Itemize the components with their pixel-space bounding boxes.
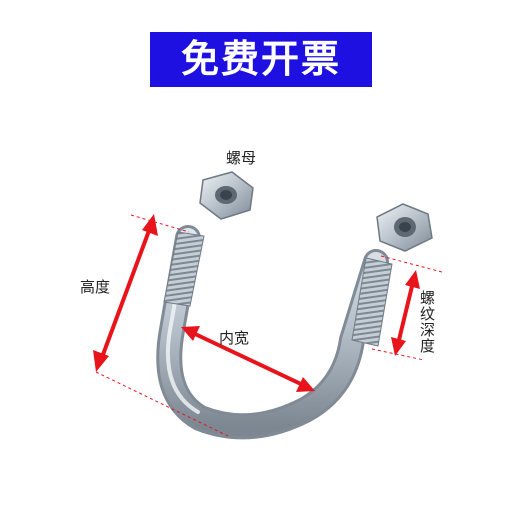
left-thread	[163, 231, 205, 307]
inner-width-arrow	[181, 326, 315, 392]
u-bolt-body	[156, 225, 389, 440]
right-thread	[351, 257, 393, 347]
left-nut	[199, 171, 254, 220]
invoice-banner: 免费开票	[150, 32, 372, 87]
thread-depth-label: 螺纹深度	[418, 290, 436, 354]
right-nut	[376, 203, 433, 252]
inner-width-label: 内宽	[219, 329, 250, 347]
height-arrow	[93, 214, 229, 437]
nut-label: 螺母	[226, 149, 257, 167]
thread-depth-arrow	[371, 255, 443, 361]
height-label: 高度	[80, 278, 111, 296]
